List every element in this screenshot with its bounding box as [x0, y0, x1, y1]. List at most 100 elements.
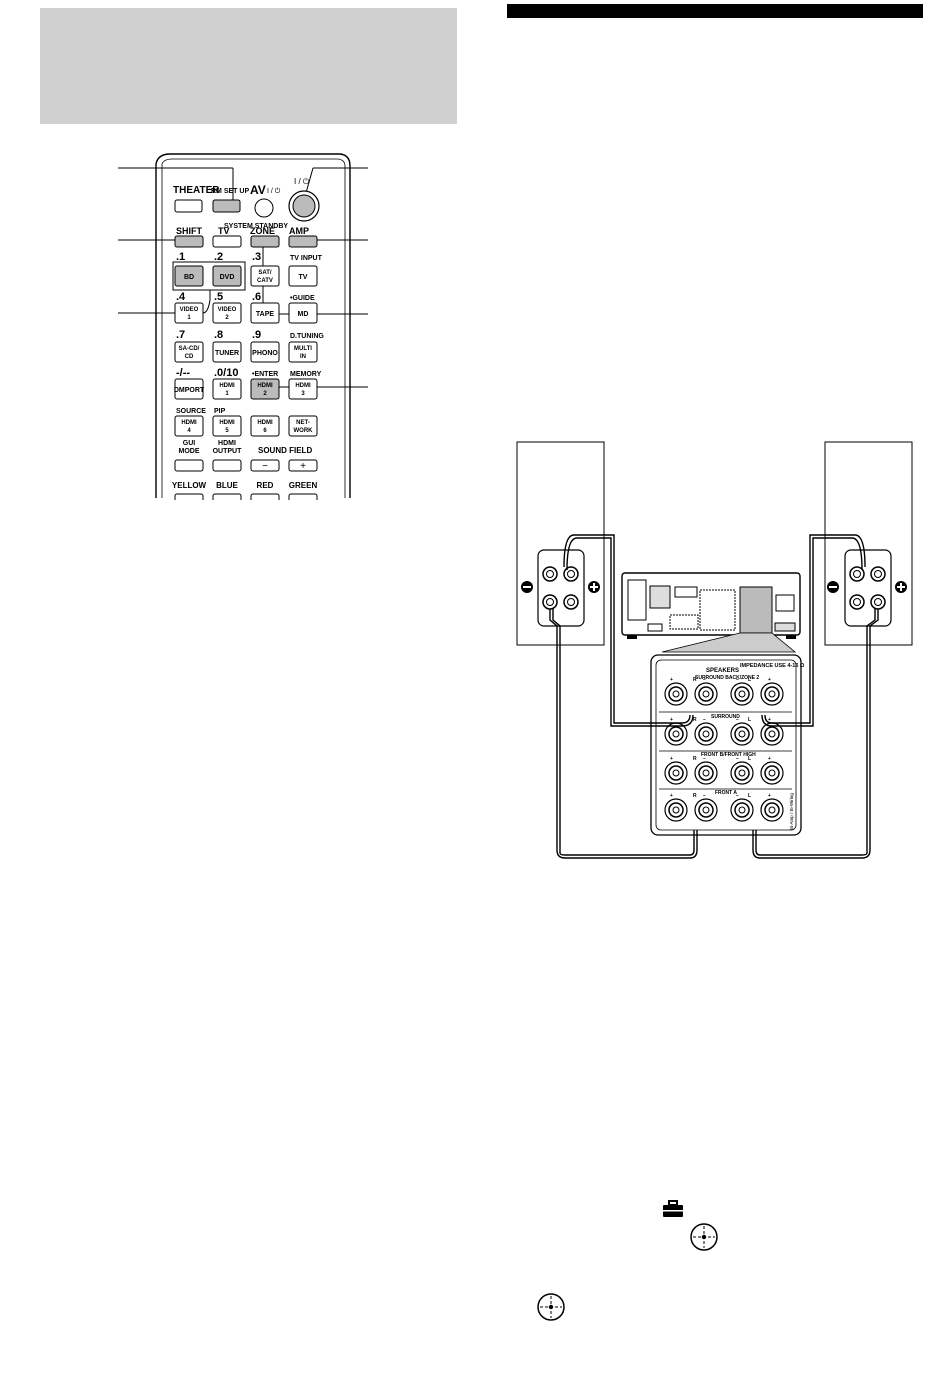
- remote-row4-label-1: .0/10: [214, 367, 238, 379]
- remote-row4-button-text-3: 3: [301, 391, 305, 397]
- remote-row3-label-3: D.TUNING: [290, 333, 324, 340]
- shift-label: SHIFT: [176, 226, 203, 236]
- amp-button[interactable]: [288, 235, 318, 248]
- remote-row5-button-text-0: HDMI: [181, 420, 197, 426]
- remote-row6-button-1[interactable]: [212, 459, 242, 472]
- toolbox-icon: [663, 1200, 683, 1217]
- remote-row3-label-0: .7: [176, 329, 185, 341]
- remote-row3-button-0[interactable]: [174, 341, 204, 363]
- remote-row3-button-text-2: PHONO: [252, 350, 278, 357]
- color-button-2[interactable]: [250, 493, 280, 500]
- remote-row2-button-text-1: 2: [225, 315, 229, 321]
- remote-row4-button-text-1: HDMI: [219, 383, 235, 389]
- remote-row1-button-0[interactable]: [174, 265, 204, 287]
- terminal-polarity-label: L: [748, 717, 751, 723]
- remote-row4-button-0[interactable]: [174, 378, 204, 400]
- theater-button[interactable]: [174, 199, 203, 213]
- remote-row4-button-3[interactable]: [288, 378, 318, 400]
- color-button-3[interactable]: [288, 493, 318, 500]
- remote-row3-button-3[interactable]: [288, 341, 318, 363]
- remote-row5-button-text-2: 6: [263, 428, 267, 434]
- theater-label: THEATER: [173, 185, 220, 196]
- terminal-polarity-label: +: [670, 756, 673, 762]
- terminal-polarity-label: R: [693, 677, 697, 683]
- sound-field-minus-button[interactable]: [250, 459, 280, 472]
- terminal-polarity-label: +: [670, 677, 673, 683]
- remote-row1-button-3[interactable]: [288, 265, 318, 287]
- remote-control-illustration: THEATER RM SET UP AV I / ⏻ I / ⏻ SYSTEM …: [118, 153, 368, 500]
- terminal-polarity-label: −: [736, 793, 739, 799]
- av-power-button[interactable]: [254, 198, 274, 218]
- remote-row3-button-text-0: CD: [185, 354, 194, 360]
- color-label-2: RED: [257, 481, 274, 490]
- remote-row2-button-text-0: VIDEO: [180, 307, 199, 313]
- color-button-1[interactable]: [212, 493, 242, 500]
- remote-row5-button-text-1: HDMI: [219, 420, 235, 426]
- terminal-polarity-label: −: [703, 677, 706, 683]
- remote-row1-button-2[interactable]: [250, 265, 280, 287]
- terminal-polarity-label: +: [768, 717, 771, 723]
- speakers-label: SPEAKERS: [706, 668, 739, 674]
- remote-row2-button-1[interactable]: [212, 302, 242, 324]
- terminal-polarity-label: +: [670, 717, 673, 723]
- remote-row4-button-2[interactable]: [250, 378, 280, 400]
- remote-row1-button-1[interactable]: [212, 265, 242, 287]
- remote-row5-label-0: SOURCE: [176, 408, 206, 415]
- remote-row2-label-0: .4: [176, 291, 186, 303]
- color-label-3: GREEN: [289, 481, 318, 490]
- power-button[interactable]: [292, 194, 316, 218]
- remote-row2-label-1: .5: [214, 291, 223, 303]
- remote-row3-button-2[interactable]: [250, 341, 280, 363]
- remote-row2-label-3: •GUIDE: [290, 295, 315, 302]
- remote-row1-label-3: TV INPUT: [290, 255, 323, 262]
- zone-button[interactable]: [250, 235, 280, 248]
- remote-row4-button-text-1: 1: [225, 391, 229, 397]
- remote-row5-button-1[interactable]: [212, 415, 242, 437]
- remote-row4-label-2: •ENTER: [252, 371, 278, 378]
- crosshair-icon: [690, 1223, 718, 1251]
- terminal-polarity-label: R: [693, 793, 697, 799]
- front-b-label: FRONT B/FRONT HIGH: [701, 752, 756, 758]
- remote-row5-button-text-0: 4: [187, 428, 191, 434]
- terminal-polarity-label: L: [748, 756, 751, 762]
- left-speaker: [516, 441, 605, 646]
- terminal-polarity-label: +: [768, 756, 771, 762]
- remote-row6-button-0[interactable]: [174, 459, 204, 472]
- remote-row2-button-0[interactable]: [174, 302, 204, 324]
- remote-row4-label-0: -/--: [176, 367, 190, 379]
- speaker-cables: [549, 534, 879, 859]
- remote-row3-button-1[interactable]: [212, 341, 242, 363]
- color-button-0[interactable]: [174, 493, 204, 500]
- remote-row5-button-2[interactable]: [250, 415, 280, 437]
- terminal-polarity-label: −: [703, 756, 706, 762]
- system-standby-label: SYSTEM STANDBY: [224, 223, 288, 230]
- section-top-bar: [507, 4, 923, 18]
- terminal-polarity-label: R: [693, 717, 697, 723]
- remote-row5-button-text-3: NET-: [296, 420, 310, 426]
- front-a-label: FRONT A: [715, 790, 737, 796]
- remote-row1-button-text-1: DVD: [220, 274, 235, 281]
- remote-row2-button-3[interactable]: [288, 302, 318, 324]
- remote-row4-button-text-3: HDMI: [295, 383, 311, 389]
- remote-row2-button-2[interactable]: [250, 302, 280, 324]
- sound-field-plus-button[interactable]: [288, 459, 318, 472]
- tv-button[interactable]: [212, 235, 242, 248]
- shift-button[interactable]: [174, 235, 204, 248]
- impedance-label: IMPEDANCE USE 4-16 Ω: [740, 663, 805, 669]
- remote-row5-label-1: PIP: [214, 408, 226, 415]
- power-symbol: I / ⏻: [294, 177, 310, 186]
- remote-row1-label-2: .3: [252, 251, 261, 263]
- remote-row5-button-text-3: WORK: [294, 428, 314, 434]
- rm-set-up-button[interactable]: [212, 199, 241, 213]
- remote-row4-button-1[interactable]: [212, 378, 242, 400]
- terminal-polarity-label: +: [768, 677, 771, 683]
- bi-amp-label: Bi-Amp / Bi-Wiring: [789, 793, 794, 830]
- remote-row5-button-0[interactable]: [174, 415, 204, 437]
- remote-row5-button-3[interactable]: [288, 415, 318, 437]
- remote-row1-label-1: .2: [214, 251, 223, 263]
- terminal-polarity-label: +: [768, 793, 771, 799]
- remote-row2-button-text-0: 1: [187, 315, 191, 321]
- receiver-rear-panel: [621, 572, 801, 639]
- header-gray-box: [40, 8, 457, 124]
- remote-row4-button-text-0: DMPORT: [174, 387, 205, 394]
